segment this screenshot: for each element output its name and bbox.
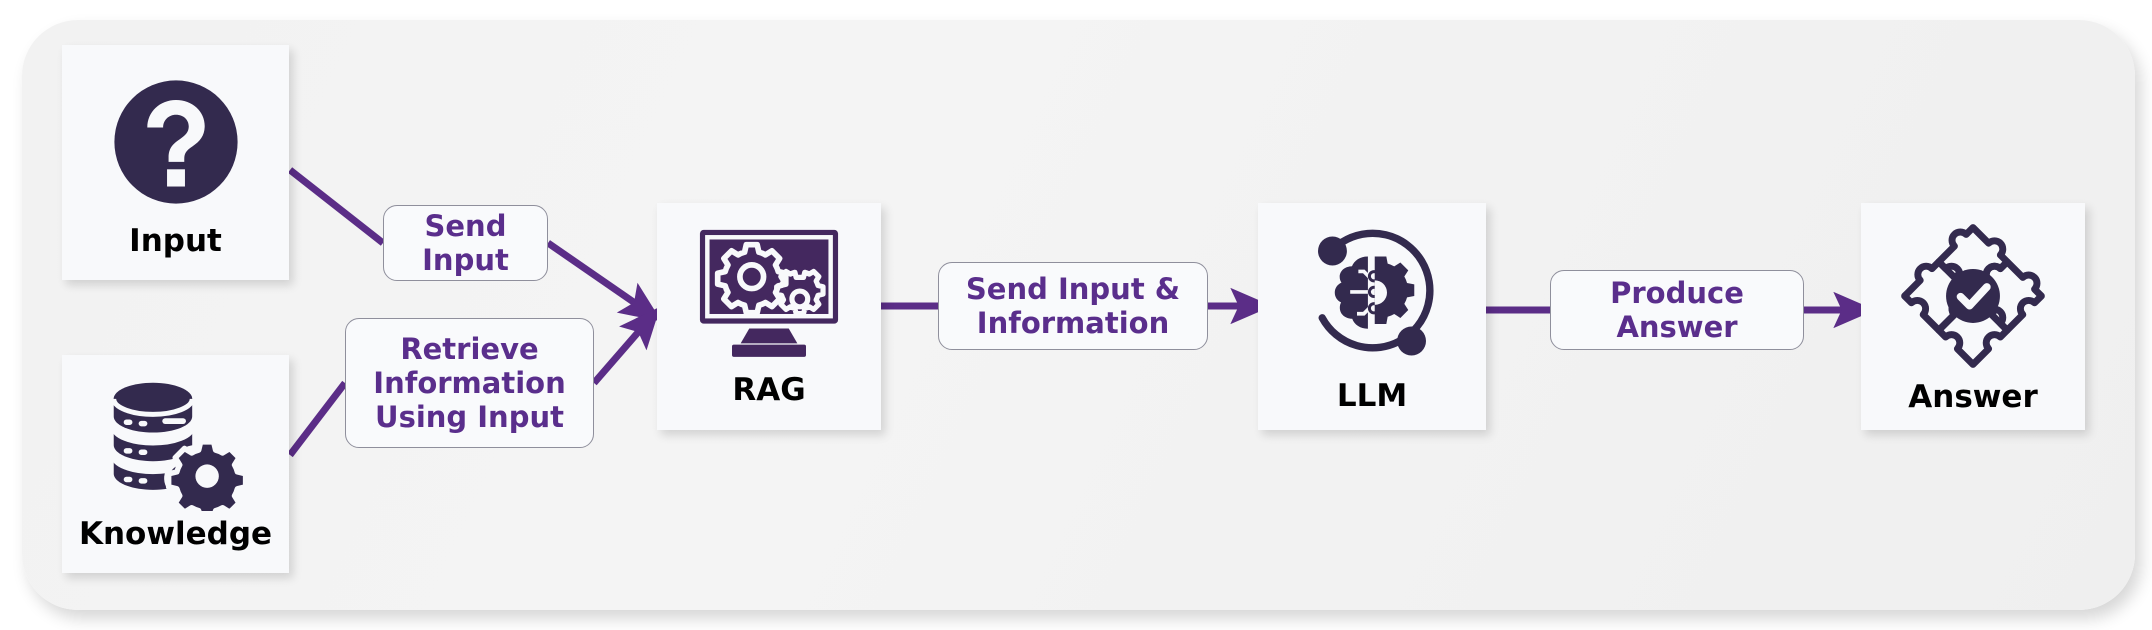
puzzle-check-icon — [1897, 220, 2049, 372]
edge-label-produce-answer[interactable]: Produce Answer — [1550, 270, 1804, 350]
node-input[interactable]: Input — [62, 45, 289, 280]
node-llm-label: LLM — [1336, 378, 1408, 414]
node-rag[interactable]: RAG — [657, 203, 881, 430]
node-rag-label: RAG — [732, 372, 806, 408]
node-answer-label: Answer — [1908, 379, 2038, 415]
edge-label-retrieve-information-using-input[interactable]: Retrieve Information Using Input — [345, 318, 594, 448]
question-mark-circle-icon — [106, 72, 246, 212]
node-llm[interactable]: LLM — [1258, 203, 1486, 430]
node-input-label: Input — [129, 223, 222, 259]
node-knowledge[interactable]: Knowledge — [62, 355, 289, 573]
edge-label-send-input-and-information[interactable]: Send Input & Information — [938, 262, 1208, 350]
database-gear-icon — [101, 379, 251, 511]
monitor-gears-icon — [695, 227, 843, 361]
brain-gear-circuit-icon — [1297, 221, 1447, 371]
node-answer[interactable]: Answer — [1861, 203, 2085, 430]
node-knowledge-label: Knowledge — [78, 515, 273, 552]
edge-label-send-input[interactable]: Send Input — [383, 205, 548, 281]
